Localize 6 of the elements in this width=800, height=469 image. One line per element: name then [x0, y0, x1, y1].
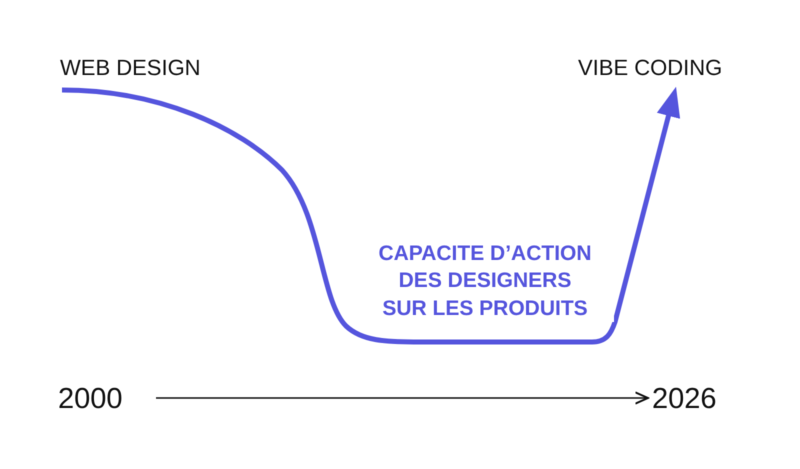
- axis-label: VIBE CODING: [578, 52, 722, 84]
- trend-curve: [62, 86, 680, 344]
- arrow: [156, 391, 649, 405]
- axis-label: 2000: [58, 382, 123, 416]
- axis-label: 2026: [652, 382, 717, 416]
- axis-label: WEB DESIGN: [60, 52, 201, 84]
